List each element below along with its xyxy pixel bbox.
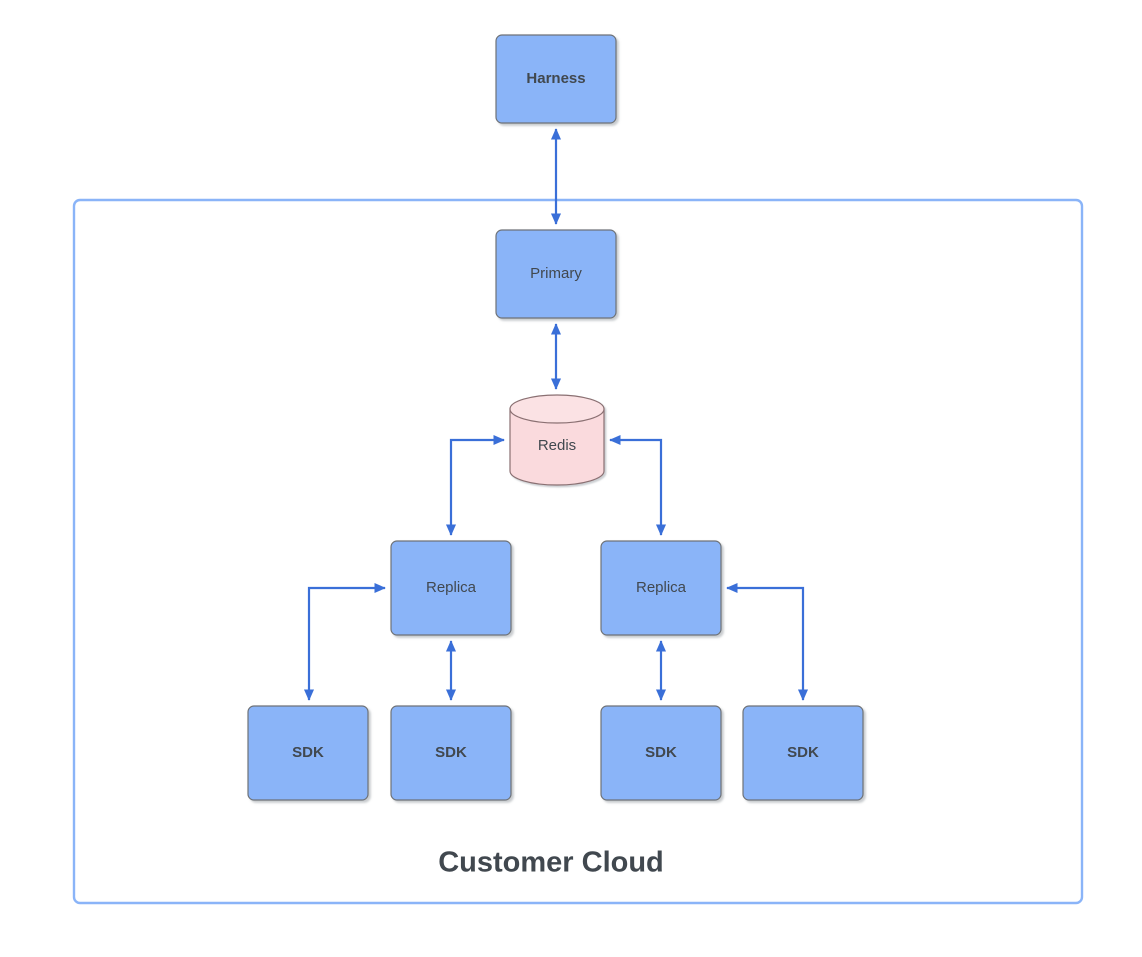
connector-replica-right-sdk-4 [726, 582, 809, 701]
harness-label: Harness [526, 70, 585, 87]
redis-cylinder-top [509, 394, 605, 424]
connector-redis-replica-left [445, 434, 505, 536]
sdk-1-label: SDK [292, 744, 324, 761]
sdk-2-box[interactable] [390, 705, 512, 801]
connector-replica-left-sdk-1 [303, 582, 386, 701]
sdk-1-box[interactable] [247, 705, 369, 801]
node-replica-left[interactable]: Replica [390, 540, 512, 636]
replica-left-label: Replica [426, 579, 477, 596]
sdk-4-label: SDK [787, 744, 819, 761]
replica-left-box[interactable] [390, 540, 512, 636]
harness-box[interactable] [495, 34, 617, 124]
redis-cylinder-body[interactable] [509, 408, 605, 486]
redis-label: Redis [538, 437, 576, 454]
node-primary[interactable]: Primary [495, 229, 617, 319]
connector-layer [303, 128, 809, 701]
primary-label: Primary [530, 265, 582, 282]
sdk-3-label: SDK [645, 744, 677, 761]
node-replica-right[interactable]: Replica [600, 540, 722, 636]
node-sdk-3[interactable]: SDK [600, 705, 722, 801]
replica-right-box[interactable] [600, 540, 722, 636]
node-sdk-1[interactable]: SDK [247, 705, 369, 801]
primary-box[interactable] [495, 229, 617, 319]
sdk-4-box[interactable] [742, 705, 864, 801]
replica-right-label: Replica [636, 579, 687, 596]
sdk-3-box[interactable] [600, 705, 722, 801]
node-redis[interactable]: Redis [509, 394, 605, 486]
connector-redis-replica-right [609, 434, 667, 536]
sdk-2-label: SDK [435, 744, 467, 761]
node-sdk-2[interactable]: SDK [390, 705, 512, 801]
node-harness[interactable]: Harness [495, 34, 617, 124]
customer-cloud-label: Customer Cloud [438, 847, 664, 879]
node-sdk-4[interactable]: SDK [742, 705, 864, 801]
